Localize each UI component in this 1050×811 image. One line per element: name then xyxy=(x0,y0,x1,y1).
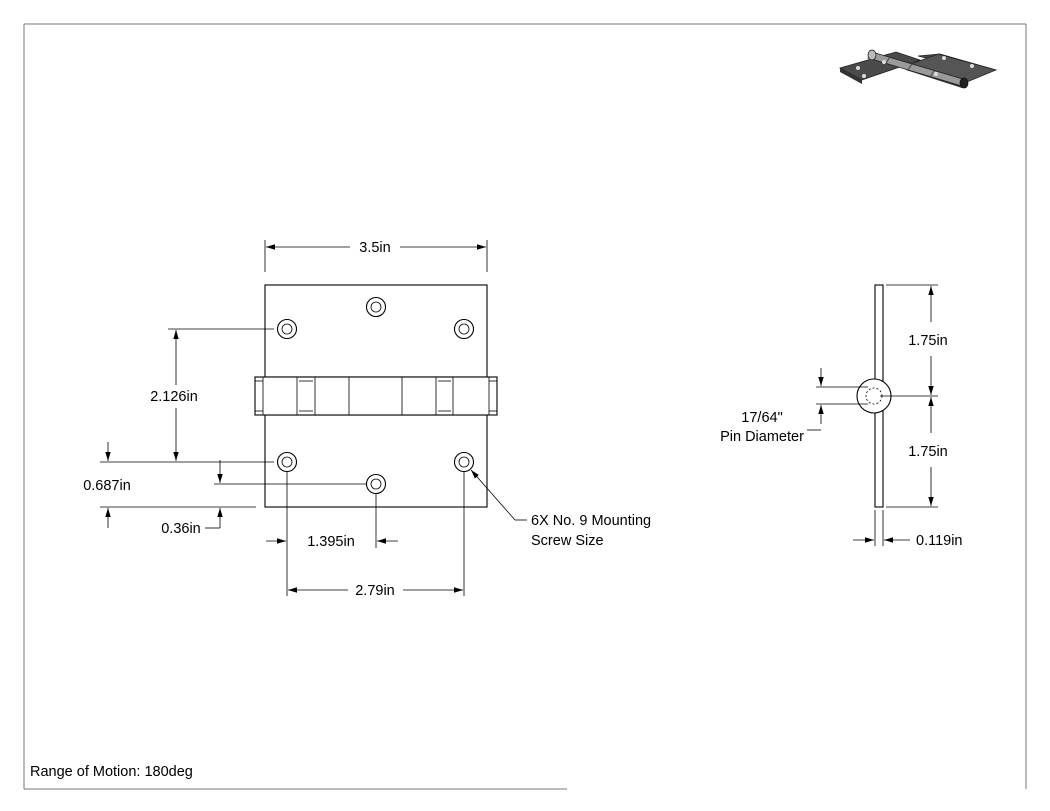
screw-note-line1: 6X No. 9 Mounting xyxy=(531,513,651,529)
dimension-label-1395: 1.395in xyxy=(307,534,355,550)
dimension-leaf-thickness: 0.119in xyxy=(853,510,963,549)
dimension-overall-width: 3.5in xyxy=(264,240,488,272)
drawing-frame xyxy=(23,23,1027,790)
dimension-hole-half-spacing: 1.395in xyxy=(266,472,398,596)
pin-diameter-value: 17/64" xyxy=(741,410,782,426)
dimension-label-175-bottom: 1.75in xyxy=(908,444,948,460)
mounting-hole xyxy=(453,318,475,340)
dimension-leaf-top: 1.75in xyxy=(880,284,948,397)
mounting-hole xyxy=(276,318,298,340)
dimension-label-0119: 0.119in xyxy=(916,533,963,549)
mounting-hole xyxy=(276,451,298,473)
screw-note-line2: Screw Size xyxy=(531,533,604,549)
dimension-edge-offset: 0.36in xyxy=(161,460,366,537)
dimension-hole-vertical-spacing: 2.126in xyxy=(100,328,274,463)
dimension-label-036: 0.36in xyxy=(161,521,201,537)
mounting-holes xyxy=(276,296,475,495)
dimension-label-279: 2.79in xyxy=(355,583,395,599)
mounting-hole xyxy=(453,451,475,473)
dimension-label-175-top: 1.75in xyxy=(908,333,948,349)
dimension-leaf-bottom: 1.75in xyxy=(886,397,948,508)
hinge-isometric-icon xyxy=(838,49,998,89)
dimension-label-0687: 0.687in xyxy=(83,478,131,494)
hinge-front-view xyxy=(254,284,498,508)
dimension-pin-diameter: 17/64" Pin Diameter xyxy=(720,368,868,445)
mounting-hole xyxy=(365,296,387,318)
dimension-hole-spacing: 2.79in xyxy=(288,472,465,599)
pin-diameter-label: Pin Diameter xyxy=(720,429,804,445)
mounting-hole xyxy=(365,473,387,495)
screw-size-callout: 6X No. 9 Mounting Screw Size xyxy=(470,469,651,549)
dimension-hole-offset: 0.687in xyxy=(83,442,256,528)
dimension-label-width: 3.5in xyxy=(359,240,390,256)
range-of-motion-note: Range of Motion: 180deg xyxy=(30,764,193,780)
dimension-label-2126: 2.126in xyxy=(150,389,198,405)
